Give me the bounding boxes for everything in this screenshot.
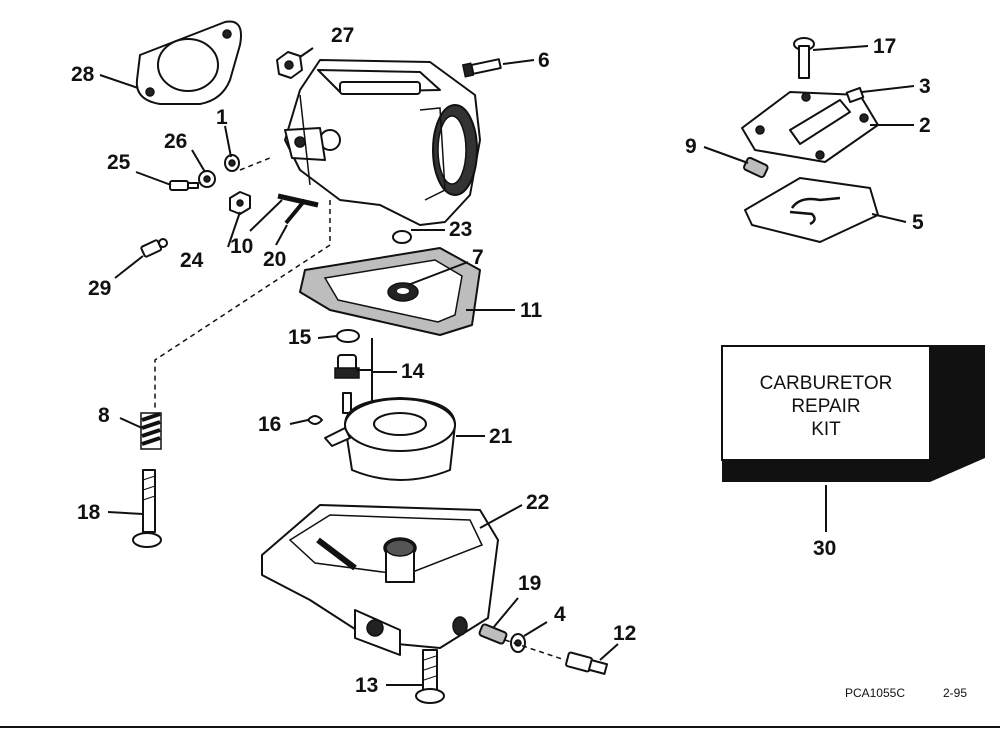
part-10-pin: [277, 193, 319, 208]
part-24-nut: [229, 191, 251, 215]
callout-28: 28: [71, 63, 95, 86]
callout-26: 26: [164, 130, 187, 153]
kit-label-line-3: KIT: [811, 419, 841, 440]
callout-6: 6: [538, 49, 550, 72]
part-carburetor-body: [284, 59, 481, 226]
callout-15: 15: [288, 326, 312, 349]
callout-9: 9: [685, 135, 697, 158]
kit-label-line-2: REPAIR: [791, 396, 860, 417]
callout-11: 11: [520, 299, 543, 322]
part-26-washer: [198, 170, 216, 188]
callout-25: 25: [107, 151, 131, 174]
callout-13: 13: [355, 674, 378, 697]
figure-code: PCA1055C: [845, 686, 905, 700]
part-1-lockwasher: [224, 154, 240, 172]
part-5-diaphragm: [744, 177, 879, 243]
callout-27: 27: [331, 24, 354, 47]
callout-30: 30: [813, 537, 836, 560]
part-22-float-bowl: [261, 504, 499, 656]
callout-2: 2: [919, 114, 931, 137]
leader-lines: [99, 45, 915, 686]
part-2-cover: [741, 91, 879, 163]
part-25-screw: [169, 180, 199, 191]
part-9-spring: [743, 156, 769, 179]
part-27-nut: [276, 51, 303, 79]
callout-16: 16: [258, 413, 281, 436]
part-13-screw: [415, 649, 445, 704]
part-30-repair-kit-box: CARBURETOR REPAIR KIT: [721, 345, 985, 482]
callout-1: 1: [216, 106, 228, 129]
callout-8: 8: [98, 404, 110, 427]
assembly-dashed-line: [154, 200, 331, 410]
callout-5: 5: [912, 211, 924, 234]
callout-29: 29: [88, 277, 111, 300]
callout-4: 4: [554, 603, 566, 626]
callout-23: 23: [449, 218, 472, 241]
part-23-o-ring: [392, 230, 412, 244]
callout-17: 17: [873, 35, 896, 58]
part-16-clip: [307, 415, 324, 425]
part-14-inlet-needle-seat: [334, 338, 373, 414]
part-15-gasket: [336, 329, 360, 343]
part-29-fitting: [140, 238, 168, 258]
callout-21: 21: [489, 425, 513, 448]
part-21-float: [324, 397, 456, 481]
callout-22: 22: [526, 491, 549, 514]
callout-10: 10: [230, 235, 253, 258]
callout-20: 20: [263, 248, 286, 271]
callout-14: 14: [401, 360, 425, 383]
part-6-screw: [461, 58, 502, 78]
kit-label-line-1: CARBURETOR: [760, 373, 893, 394]
callout-24: 24: [180, 249, 204, 272]
assembly-dashed-line-3: [239, 157, 271, 171]
part-28-flange-gasket: [135, 20, 242, 105]
part-12-screw: [565, 651, 609, 675]
callout-3: 3: [919, 75, 931, 98]
part-20-pin: [284, 198, 307, 225]
part-8-spring: [140, 412, 162, 450]
assembly-dashed-line-2: [504, 639, 566, 661]
figure-date: 2-95: [943, 686, 967, 700]
part-18-adjusting-screw: [132, 469, 162, 548]
callout-18: 18: [77, 501, 101, 524]
part-4-gasket: [510, 633, 526, 653]
callout-labels: 27 6 28 1 26 25 24 10 20 23 29 7 11 15 1…: [71, 24, 931, 697]
part-7-seat: [387, 282, 419, 302]
part-19-spring: [478, 623, 508, 645]
part-3-fitting: [845, 86, 865, 104]
callout-19: 19: [518, 572, 541, 595]
part-17-screw: [793, 37, 815, 79]
callout-12: 12: [613, 622, 636, 645]
callout-7: 7: [472, 246, 484, 269]
